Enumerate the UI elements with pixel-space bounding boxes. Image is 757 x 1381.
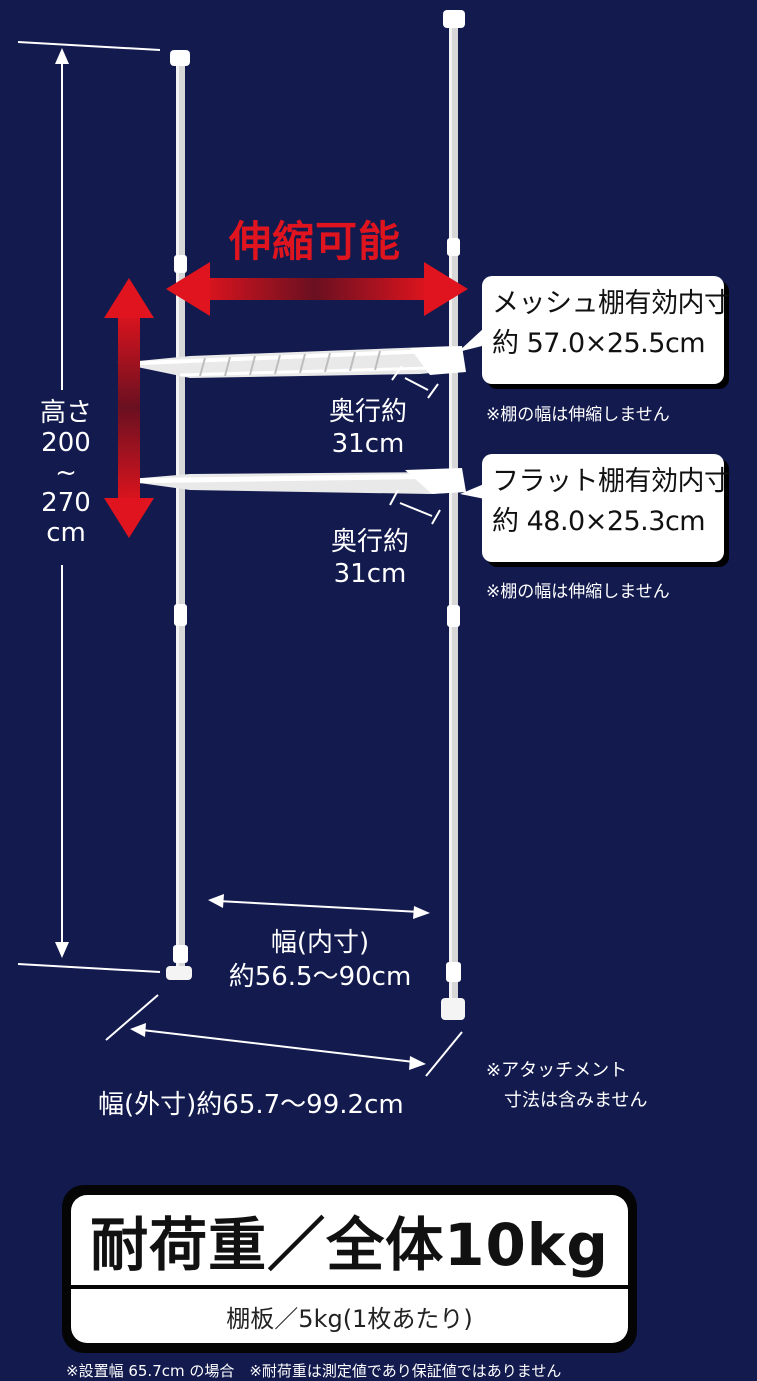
- attachment-note: ※アタッチメント 寸法は含みません: [486, 1056, 647, 1116]
- depth-arrow-flat: [389, 489, 441, 525]
- flat-depth-label: 奥行約 31cm: [320, 526, 420, 590]
- mesh-depth-value: 31cm: [331, 429, 405, 459]
- left-pole: [166, 50, 192, 980]
- height-label: 高さ 200 ~ 270 cm: [22, 398, 110, 548]
- height-label-title: 高さ: [39, 398, 92, 428]
- inner-width-value: 約56.5～90cm: [228, 962, 412, 992]
- height-dimension: [17, 41, 161, 973]
- flat-shelf-title: フラット棚有効内寸: [492, 466, 731, 497]
- flat-depth-title: 奥行約: [330, 527, 409, 557]
- mesh-shelf-note: ※棚の幅は伸縮しません: [486, 405, 670, 425]
- attachment-note-line2: 寸法は含みません: [504, 1090, 648, 1111]
- flat-shelf-size: 約 48.0×25.3cm: [492, 506, 706, 537]
- attachment-note-line1: ※アタッチメント: [486, 1060, 628, 1081]
- flat-shelf-callout: フラット棚有効内寸 約 48.0×25.3cm: [482, 454, 731, 562]
- inner-width-arrow: [208, 894, 430, 919]
- mesh-shelf-title: メッシュ棚有効内寸: [492, 288, 731, 319]
- height-label-max: 270: [41, 488, 91, 518]
- mesh-shelf-size: 約 57.0×25.5cm: [492, 328, 706, 359]
- height-label-tilde: ~: [55, 458, 77, 488]
- mesh-shelf-callout: メッシュ棚有効内寸 約 57.0×25.5cm: [482, 276, 731, 384]
- flat-shelf: [117, 468, 466, 494]
- load-capacity-total: 耐荷重／全体10kg: [71, 1195, 628, 1285]
- flat-depth-value: 31cm: [333, 559, 407, 589]
- depth-arrow-mesh: [391, 365, 439, 399]
- mesh-shelf: [117, 346, 466, 378]
- load-capacity-shelf: 棚板／5kg(1枚あたり): [71, 1289, 628, 1343]
- mesh-depth-title: 奥行約: [328, 397, 407, 427]
- flat-shelf-note: ※棚の幅は伸縮しません: [486, 582, 670, 602]
- height-label-unit: cm: [46, 518, 86, 548]
- footnote: ※設置幅 65.7cm の場合 ※耐荷重は測定値であり保証値ではありません: [66, 1362, 562, 1380]
- height-telescope-arrow: [104, 278, 154, 538]
- inner-width-label: 幅(内寸) 約56.5～90cm: [200, 926, 440, 994]
- right-pole: [441, 10, 465, 1020]
- inner-width-title: 幅(内寸): [270, 928, 370, 958]
- mesh-depth-label: 奥行約 31cm: [318, 396, 418, 460]
- width-telescope-arrow: [166, 262, 468, 316]
- headline-telescopic: 伸縮可能: [228, 217, 401, 266]
- height-label-min: 200: [41, 428, 91, 458]
- outer-width-arrow: [105, 994, 463, 1077]
- outer-width-label: 幅(外寸)約65.7～99.2cm: [98, 1090, 404, 1120]
- load-capacity-box: 耐荷重／全体10kg 棚板／5kg(1枚あたり): [62, 1185, 637, 1353]
